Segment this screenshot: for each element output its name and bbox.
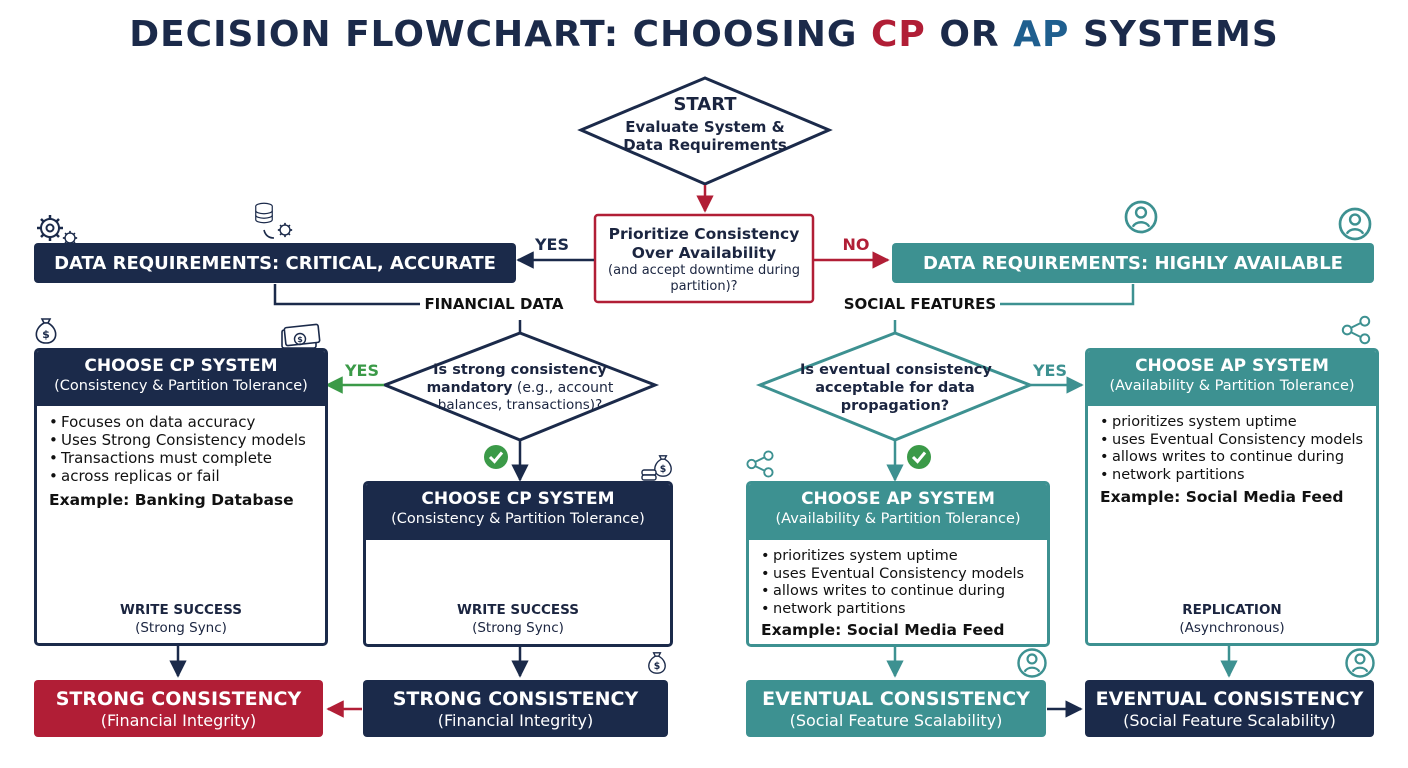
- user-icon: [1338, 207, 1372, 241]
- eventual-q-line3: propagation?: [840, 398, 950, 414]
- cp-card-left-subtitle: (Consistency & Partition Tolerance): [54, 378, 308, 394]
- start-line1: Evaluate System &: [625, 118, 785, 136]
- data-requirements-available-header: DATA REQUIREMENTS: HIGHLY AVAILABLE: [892, 243, 1374, 283]
- connector-social: [1000, 284, 1135, 306]
- strong-q-line2: mandatory (e.g., account: [426, 380, 614, 396]
- list-item: network partitions: [1100, 467, 1376, 485]
- user-icon: [1345, 648, 1375, 678]
- user-icon: [1124, 200, 1158, 234]
- no-label: NO: [842, 235, 870, 254]
- money-stack-icon: [641, 469, 657, 481]
- cp-card-left: CHOOSE CP SYSTEM (Consistency & Partitio…: [34, 348, 328, 646]
- ap-card-right-title: CHOOSE AP SYSTEM: [1135, 356, 1329, 376]
- cp-card-mid-subtitle: (Consistency & Partition Tolerance): [391, 511, 645, 527]
- ap-card-right-example: Example: Social Media Feed: [1100, 488, 1344, 506]
- ap-card-right-caption: REPLICATION: [1182, 602, 1282, 618]
- yes-label: YES: [534, 235, 570, 254]
- list-item: prioritizes system uptime: [761, 548, 1047, 566]
- cp-card-left-bullets: Focuses on data accuracy Uses Strong Con…: [37, 413, 325, 485]
- final-strong1-subtitle: (Financial Integrity): [100, 711, 257, 730]
- final-eventual-consistency-navy: EVENTUAL CONSISTENCY (Social Feature Sca…: [1085, 680, 1374, 737]
- ap-card-mid-example: Example: Social Media Feed: [761, 621, 1005, 639]
- strong-q-line3: balances, transactions)?: [437, 397, 603, 413]
- share-icon: [746, 450, 774, 478]
- list-item: prioritizes system uptime: [1100, 414, 1376, 432]
- start-line2: Data Requirements: [623, 136, 787, 154]
- ap-card-right-subtitle: (Availability & Partition Tolerance): [1109, 378, 1355, 394]
- svg-text:$: $: [297, 335, 303, 344]
- final-strong2-title: STRONG CONSISTENCY: [392, 688, 639, 710]
- title-cp: CP: [870, 14, 926, 55]
- strong-consistency-diamond: [380, 331, 660, 442]
- final-eventual1-title: EVENTUAL CONSISTENCY: [762, 688, 1030, 710]
- ap-card-mid-title: CHOOSE AP SYSTEM: [801, 489, 995, 509]
- start-label: START: [673, 94, 737, 115]
- final-eventual2-title: EVENTUAL CONSISTENCY: [1095, 688, 1364, 710]
- user-icon: [1017, 648, 1047, 678]
- financial-data-label: FINANCIAL DATA: [424, 295, 564, 313]
- money-bag-icon: [35, 318, 57, 344]
- final-eventual2-subtitle: (Social Feature Scalability): [1123, 711, 1336, 730]
- cp-card-mid-caption: WRITE SUCCESS: [456, 602, 579, 618]
- final-strong-consistency-navy: STRONG CONSISTENCY (Financial Integrity): [363, 680, 668, 737]
- prioritize-box: [593, 213, 815, 304]
- ap-card-mid-subtitle: (Availability & Partition Tolerance): [775, 511, 1021, 527]
- cp-card-left-caption-sub: (Strong Sync): [135, 620, 227, 636]
- check-icon: [484, 445, 508, 469]
- share-icon: [1341, 315, 1371, 345]
- ap-card-mid-bullets: prioritizes system uptime uses Eventual …: [749, 548, 1047, 618]
- data-requirements-critical-header: DATA REQUIREMENTS: CRITICAL, ACCURATE: [34, 243, 516, 283]
- prioritize-line3: (and accept downtime during: [608, 263, 800, 278]
- prioritize-line4: partition)?: [670, 279, 738, 294]
- list-item: Uses Strong Consistency models: [49, 431, 325, 449]
- gear-icon: [62, 230, 78, 246]
- final-eventual1-subtitle: (Social Feature Scalability): [789, 711, 1003, 730]
- money-bag-icon: [654, 455, 672, 477]
- start-diamond: [577, 76, 833, 186]
- list-item: uses Eventual Consistency models: [761, 566, 1047, 584]
- data-requirements-available-label: DATA REQUIREMENTS: HIGHLY AVAILABLE: [923, 253, 1343, 274]
- yes-ap-label: YES: [1032, 361, 1068, 380]
- prioritize-line2: Over Availability: [631, 244, 777, 262]
- cp-card-left-title: CHOOSE CP SYSTEM: [84, 356, 278, 376]
- cp-card-left-caption: WRITE SUCCESS: [119, 602, 242, 618]
- ap-card-mid: CHOOSE AP SYSTEM (Availability & Partiti…: [746, 481, 1050, 647]
- banknote-icon: $: [281, 323, 321, 349]
- list-item: Transactions must complete: [49, 449, 325, 467]
- list-item: allows writes to continue during: [761, 583, 1047, 601]
- final-eventual-consistency-teal: EVENTUAL CONSISTENCY (Social Feature Sca…: [746, 680, 1046, 737]
- check-icon: [907, 445, 931, 469]
- data-requirements-critical-label: DATA REQUIREMENTS: CRITICAL, ACCURATE: [54, 253, 496, 274]
- list-item: Focuses on data accuracy: [49, 413, 325, 431]
- eventual-q-line2: acceptable for data: [815, 380, 975, 396]
- list-item: allows writes to continue during: [1100, 449, 1376, 467]
- title-ap: AP: [1013, 14, 1070, 55]
- list-item: network partitions: [761, 601, 1047, 619]
- ap-card-right-caption-sub: (Asynchronous): [1179, 620, 1285, 636]
- final-strong-consistency-red: STRONG CONSISTENCY (Financial Integrity): [34, 680, 323, 737]
- ap-card-right-bullets: prioritizes system uptime uses Eventual …: [1088, 414, 1376, 484]
- eventual-consistency-diamond: [755, 331, 1035, 442]
- money-bag-icon: [648, 652, 666, 674]
- cp-card-mid: CHOOSE CP SYSTEM (Consistency & Partitio…: [363, 481, 673, 647]
- final-strong1-title: STRONG CONSISTENCY: [55, 688, 302, 710]
- strong-q-line1: Is strong consistency: [433, 362, 607, 378]
- connector-financial: [273, 284, 420, 306]
- database-sync-icon: [255, 202, 293, 239]
- cp-card-left-example: Example: Banking Database: [49, 491, 294, 509]
- cp-card-mid-caption-sub: (Strong Sync): [472, 620, 564, 636]
- final-strong2-subtitle: (Financial Integrity): [437, 711, 594, 730]
- cp-card-mid-title: CHOOSE CP SYSTEM: [421, 489, 615, 509]
- page-title: DECISION FLOWCHART: CHOOSING CP OR AP SY…: [129, 14, 1279, 55]
- gear-icon: [37, 215, 63, 241]
- ap-card-right: CHOOSE AP SYSTEM (Availability & Partiti…: [1085, 348, 1379, 646]
- social-features-label: SOCIAL FEATURES: [843, 295, 997, 313]
- list-item: across replicas or fail: [49, 467, 325, 485]
- list-item: uses Eventual Consistency models: [1100, 432, 1376, 450]
- prioritize-line1: Prioritize Consistency: [608, 225, 800, 243]
- eventual-q-line1: Is eventual consistency: [800, 362, 992, 378]
- yes-cp-label: YES: [344, 361, 380, 380]
